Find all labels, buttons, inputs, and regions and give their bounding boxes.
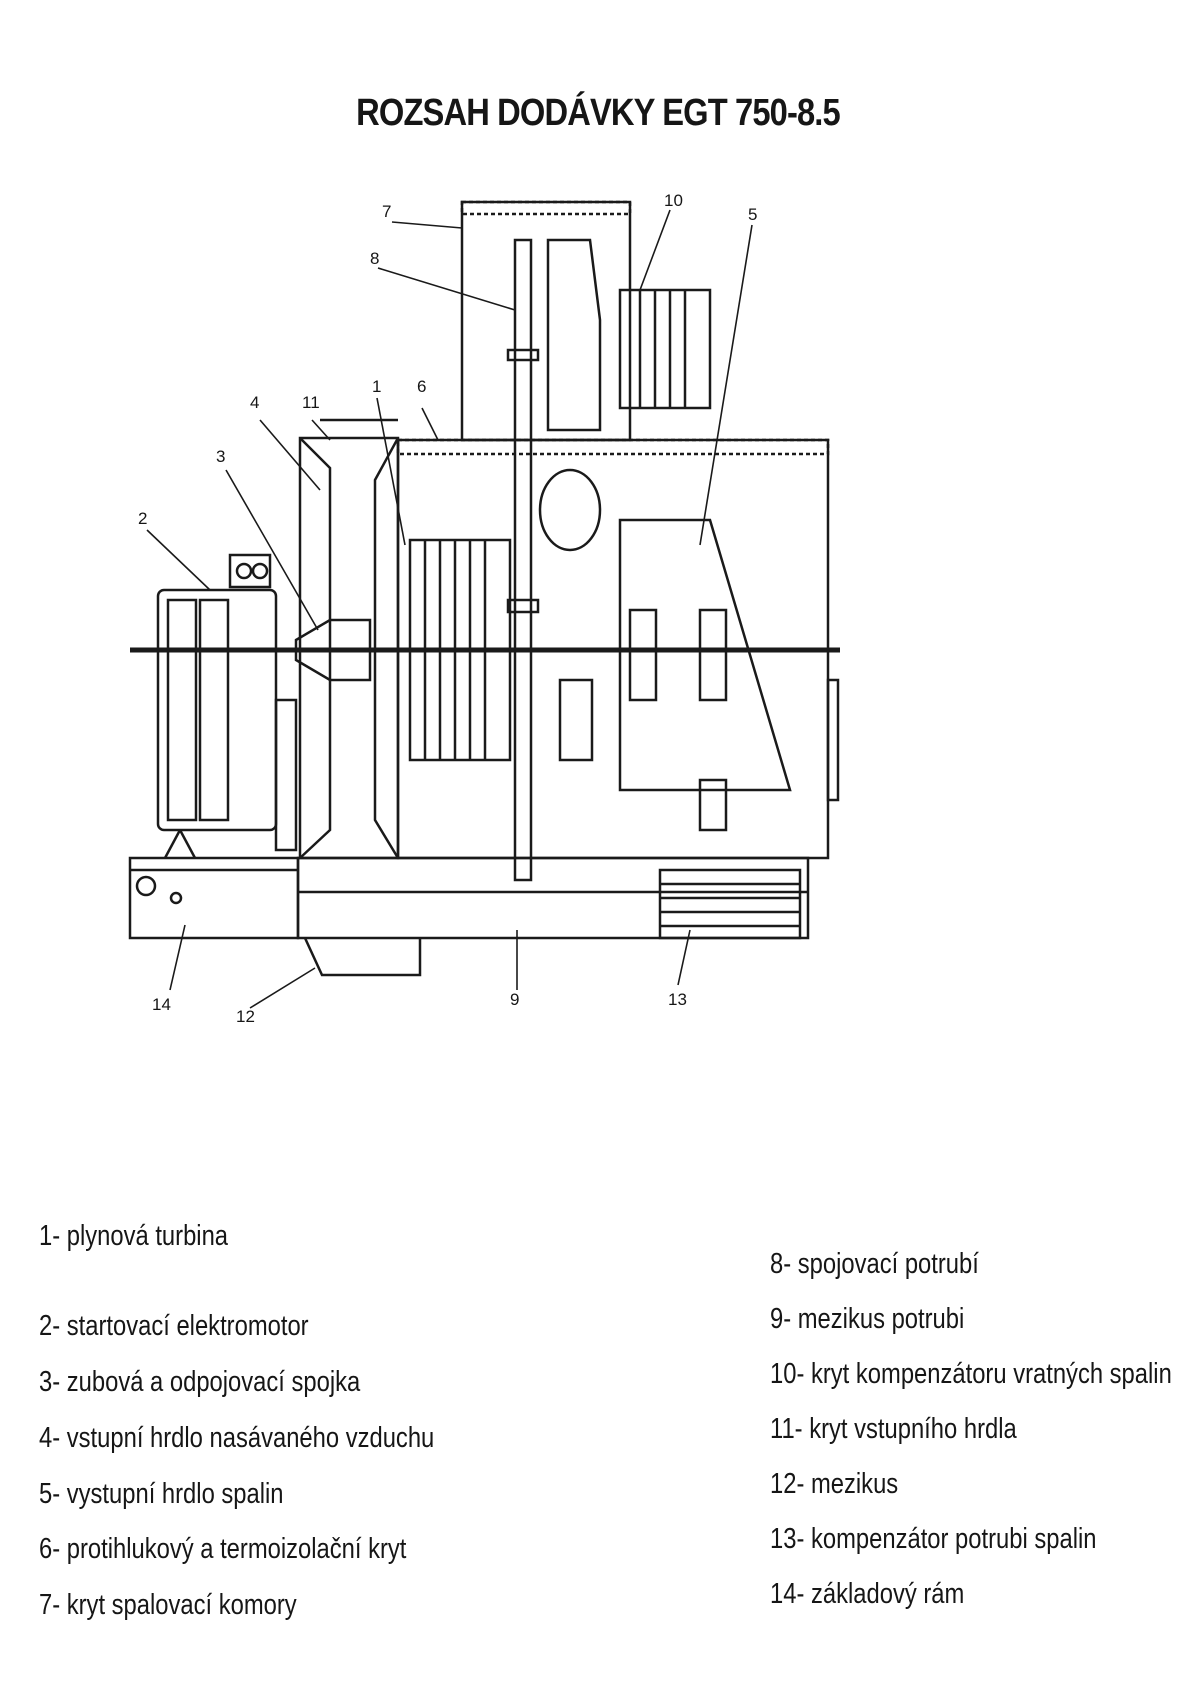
legend-item: 12- mezikus: [770, 1468, 899, 1500]
legend-item: 13- kompenzátor potrubi spalin: [770, 1523, 1097, 1555]
callout-10: 10: [664, 191, 683, 210]
starter-motor: [156, 588, 278, 832]
connecting-pipe: [513, 238, 533, 882]
callout-6: 6: [417, 377, 426, 396]
intermediate-piece: [303, 937, 422, 977]
compensator-cover: [618, 288, 712, 410]
callout-4: 4: [250, 393, 259, 412]
callout-13: 13: [668, 990, 687, 1009]
callout-1: 1: [372, 377, 381, 396]
legend-item: 3- zubová a odpojovací spojka: [39, 1366, 361, 1398]
callout-2: 2: [138, 509, 147, 528]
legend-item: 8- spojovací potrubí: [770, 1248, 979, 1280]
exhaust-outlet: [618, 518, 792, 792]
legend-item: 4- vstupní hrdlo nasávaného vzduchu: [39, 1422, 435, 1454]
legend-item: 11- kryt vstupního hrdla: [770, 1413, 1017, 1445]
callout-11: 11: [302, 393, 320, 412]
legend-item: 9- mezikus potrubi: [770, 1303, 965, 1335]
callout-3: 3: [216, 447, 225, 466]
diagram-title: ROZSAH DODÁVKY EGT 750-8.5: [356, 92, 841, 134]
callout-9: 9: [510, 990, 519, 1009]
legend-item: 2- startovací elektromotor: [39, 1310, 309, 1342]
callout-14: 14: [152, 995, 171, 1014]
legend-item: 6- protihlukový a termoizolační kryt: [39, 1533, 407, 1565]
legend-item: 5- vystupní hrdlo spalin: [39, 1478, 284, 1510]
legend-item: 10- kryt kompenzátoru vratných spalin: [770, 1358, 1172, 1390]
legend-item: 14- základový rám: [770, 1578, 965, 1610]
legend-item: 1- plynová turbina: [39, 1220, 229, 1252]
legend-item: 7- kryt spalovací komory: [39, 1589, 297, 1621]
callout-7: 7: [382, 202, 391, 221]
turbine-assembly-drawing: 7 8 10 5 6 1 11 4 3 2 14 12 9 13: [128, 191, 840, 1026]
combustion-chamber-cover: [460, 200, 632, 442]
callout-5: 5: [748, 205, 757, 224]
callout-8: 8: [370, 249, 379, 268]
callout-12: 12: [236, 1007, 255, 1026]
